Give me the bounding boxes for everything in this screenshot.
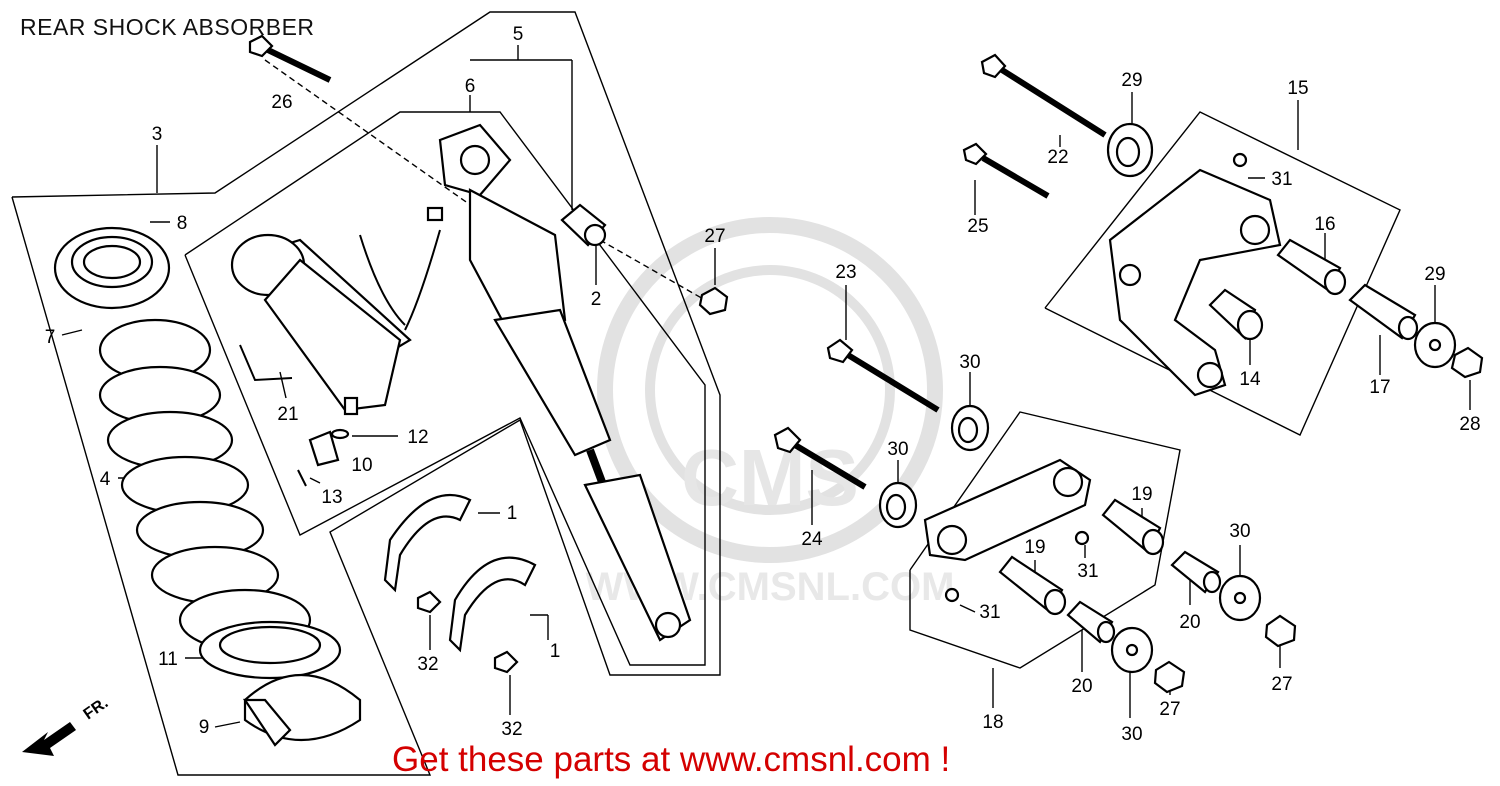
callout-6: 6 (465, 76, 476, 97)
callout-14: 14 (1239, 369, 1261, 390)
part-4-spring (98, 318, 312, 652)
callout-15: 15 (1287, 78, 1308, 99)
part-11-spring-seat (198, 620, 342, 680)
part-14-bearing (1208, 288, 1264, 341)
part-22-bolt (980, 53, 1107, 138)
part-10-valve-cap (308, 430, 340, 467)
callout-10: 10 (351, 455, 372, 476)
part-32-bolt (416, 590, 519, 674)
part-8-locknut (53, 226, 171, 310)
callout-24: 24 (801, 529, 823, 550)
callout-9: 9 (199, 717, 210, 738)
part-25-bolt (962, 142, 1050, 199)
callout-1-lower: 1 (550, 641, 561, 662)
callout-32-upper: 32 (417, 654, 438, 675)
part-15-shock-arm (1108, 168, 1282, 397)
callout-30-c: 30 (1229, 521, 1250, 542)
callout-26: 26 (271, 92, 292, 113)
callout-22: 22 (1047, 147, 1068, 168)
callout-8: 8 (177, 213, 188, 234)
front-marker-label: FR. (81, 695, 112, 724)
part-30-seal (878, 404, 990, 529)
part-12-o-ring (330, 428, 350, 440)
part-5-shock-absorber (426, 123, 692, 642)
callout-3: 3 (152, 124, 163, 145)
callout-12: 12 (407, 427, 428, 448)
part-19-bushing (998, 498, 1165, 616)
callout-31-b: 31 (1077, 561, 1098, 582)
part-27-nuts (1153, 614, 1297, 694)
part-6-reservoir (263, 229, 441, 416)
callout-2: 2 (591, 289, 602, 310)
front-direction-arrow: FR. (22, 695, 111, 756)
part-29-seal (1106, 122, 1154, 178)
callout-30-b: 30 (887, 439, 908, 460)
part-16-bushing (1276, 238, 1347, 296)
callout-31-c: 31 (979, 602, 1000, 623)
part-2-collar (560, 203, 607, 247)
callout-30-a: 30 (959, 352, 980, 373)
part-29-washer (1413, 321, 1457, 369)
callout-labels: 5 6 26 3 8 7 4 11 9 21 12 10 13 1 1 32 3… (45, 24, 1481, 745)
callout-31-a: 31 (1271, 169, 1292, 190)
callout-27-lower: 27 (1159, 699, 1180, 720)
callout-1-upper: 1 (507, 503, 518, 524)
part-24-bolt (773, 426, 867, 490)
part-30-washer (1110, 574, 1262, 674)
callout-29-lower: 29 (1424, 264, 1445, 285)
callout-27-right: 27 (1271, 674, 1292, 695)
callout-25: 25 (967, 216, 988, 237)
callout-11: 11 (158, 649, 178, 670)
callout-17: 17 (1369, 377, 1390, 398)
part-20-collar (1066, 550, 1222, 644)
group-frame-15 (1044, 111, 1401, 436)
part-23-bolt (826, 338, 940, 413)
page-title: REAR SHOCK ABSORBER (20, 14, 315, 40)
part-18-link (923, 458, 1092, 562)
part-26-bolt (248, 34, 332, 83)
callout-27-upper: 27 (704, 226, 725, 247)
callout-28: 28 (1459, 414, 1480, 435)
watermark-logo-text: CMS (681, 433, 859, 522)
promo-banner: Get these parts at www.cmsnl.com ! (392, 740, 951, 779)
group-frame-18 (909, 411, 1181, 669)
part-31-grease-fitting (944, 152, 1248, 603)
group-frame-6 (184, 111, 706, 666)
callout-30-d: 30 (1121, 724, 1142, 745)
callout-23: 23 (835, 262, 856, 283)
callout-13: 13 (321, 487, 342, 508)
callout-20-left: 20 (1071, 676, 1092, 697)
part-28-nut (1450, 346, 1484, 379)
watermark-logo: CMS WWW.CMSNL.COM (586, 217, 954, 609)
callout-20-right: 20 (1179, 612, 1200, 633)
callout-7: 7 (45, 327, 56, 348)
callout-19-left: 19 (1024, 537, 1045, 558)
callout-21: 21 (277, 404, 298, 425)
callout-5: 5 (513, 24, 524, 45)
part-1-clamp (383, 493, 537, 653)
callout-4: 4 (100, 469, 111, 490)
part-27-nut (698, 286, 729, 316)
callout-32-lower: 32 (501, 719, 522, 740)
part-9-stopper (242, 673, 362, 747)
callout-19-right: 19 (1131, 484, 1152, 505)
part-17-collar (1348, 283, 1419, 341)
callout-16: 16 (1314, 214, 1335, 235)
callout-29-upper: 29 (1121, 70, 1142, 91)
callout-18: 18 (982, 712, 1003, 733)
part-13-screw (297, 469, 307, 487)
group-frame-3 (11, 11, 721, 776)
